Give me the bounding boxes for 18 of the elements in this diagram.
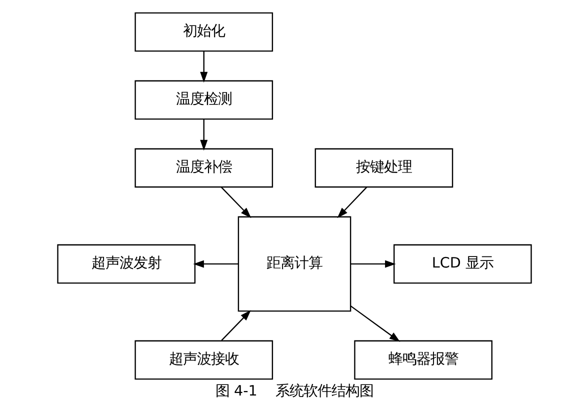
node-box: 按键处理: [314, 148, 453, 188]
arrow: [200, 119, 208, 151]
arrow: [350, 305, 400, 342]
node-box: 温度检测: [134, 80, 273, 120]
arrow: [336, 186, 367, 218]
node-box: 超声波发射: [56, 244, 196, 284]
arrow: [350, 260, 396, 268]
node-box: LCD 显示: [392, 244, 532, 284]
node-box: 超声波接收: [134, 340, 273, 380]
arrow: [192, 260, 238, 268]
node-box: 初始化: [134, 12, 273, 52]
arrow: [220, 186, 251, 218]
node-box: 蜂鸣器报警: [354, 340, 492, 380]
arrow: [200, 51, 208, 83]
caption: 图 4-1 系统软件结构图: [214, 383, 374, 400]
node-box: 距离计算: [237, 216, 351, 312]
node-box: 温度补偿: [134, 148, 273, 188]
arrow: [220, 310, 250, 341]
